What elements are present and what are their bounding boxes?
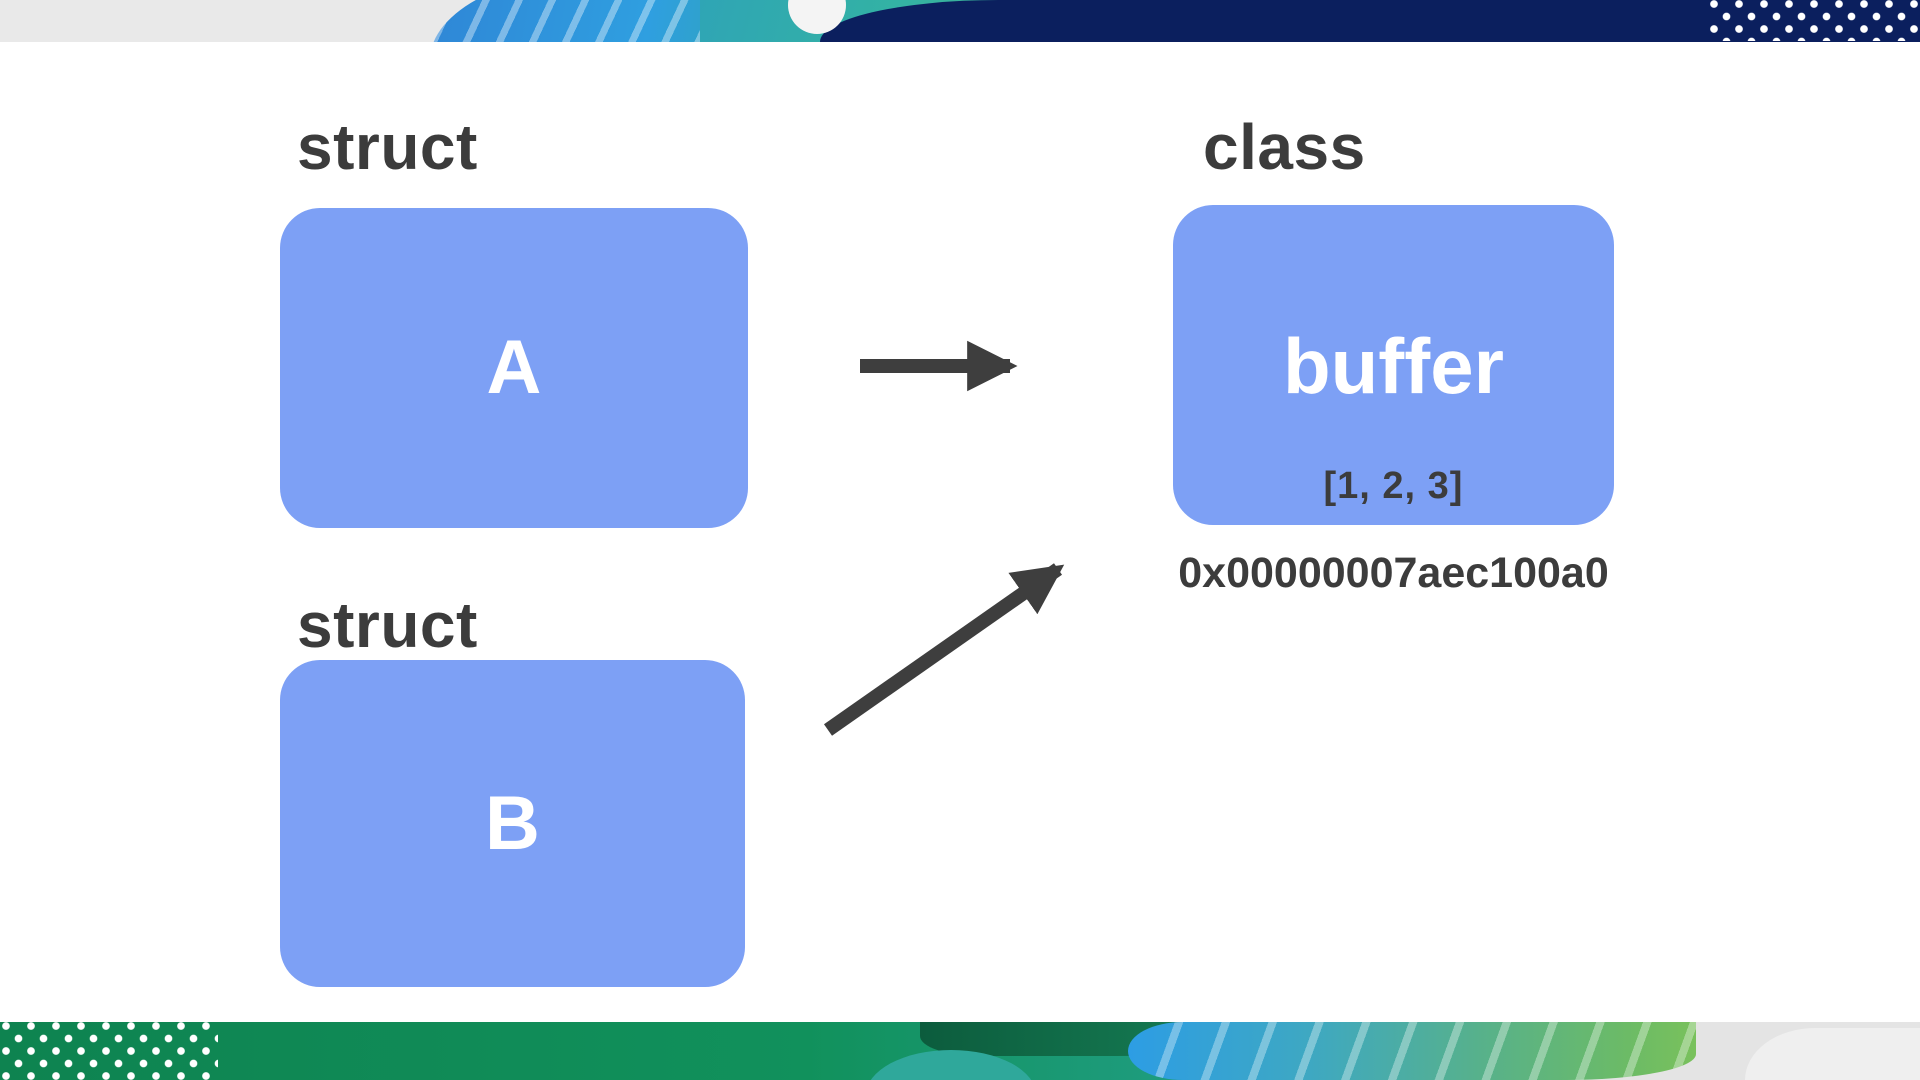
light-gray-corner-shape: [1745, 1028, 1920, 1080]
struct-b-box-letter: B: [485, 780, 540, 866]
struct-b-box: B: [280, 660, 745, 987]
class-label: class: [1203, 111, 1366, 183]
arrow-b-to-buffer-icon: [823, 563, 1065, 736]
struct-a-box-letter: A: [486, 325, 542, 410]
buffer-title: buffer: [1283, 322, 1504, 410]
top-decoration-band: [0, 0, 1920, 42]
struct-b-label: struct: [297, 589, 478, 661]
striped-band-shape: [1128, 1022, 1696, 1080]
dots-pattern-top-right: [1708, 0, 1920, 41]
buffer-memory-address: 0x00000007aec100a0: [1178, 549, 1609, 597]
buffer-contents: [1, 2, 3]: [1323, 465, 1464, 507]
struct-a-label: struct: [297, 111, 478, 183]
class-buffer-box: buffer [1, 2, 3]: [1173, 205, 1614, 525]
struct-a-box: A: [280, 208, 748, 528]
dots-pattern-bottom-left: [0, 1022, 218, 1080]
bottom-decoration-band: [0, 1022, 1920, 1080]
